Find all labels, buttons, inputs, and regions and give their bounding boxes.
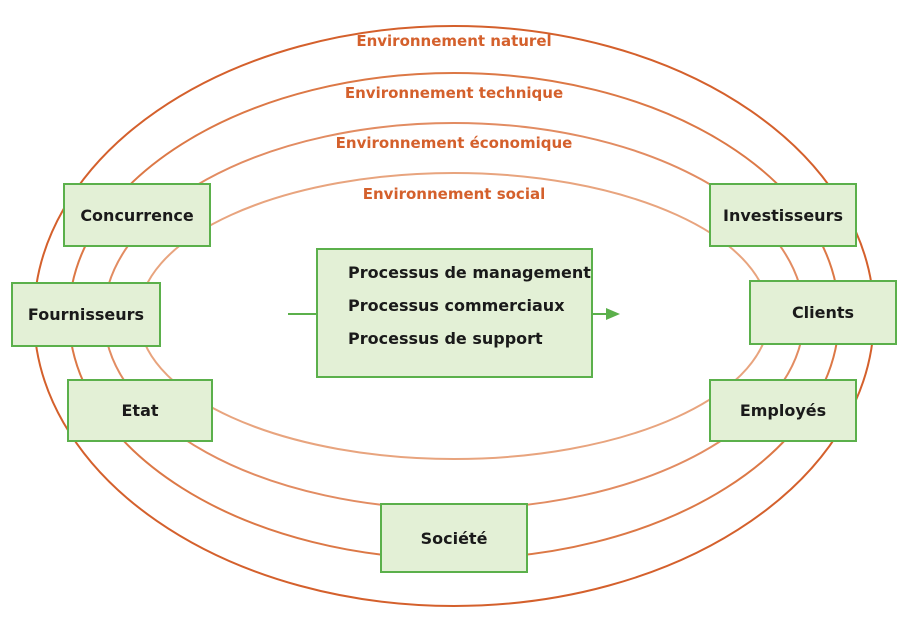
label-environnement-naturel: Environnement naturel [356, 32, 552, 50]
box-investisseurs-label: Investisseurs [723, 205, 843, 225]
box-etat: Etat [67, 379, 213, 442]
process-box: Processus de management Processus commer… [316, 248, 593, 378]
box-fournisseurs-label: Fournisseurs [27, 305, 145, 324]
box-societe: Société [380, 503, 528, 573]
process-management: Processus de management [348, 263, 591, 282]
output-arrow-head [606, 308, 620, 320]
box-societe-label: Société [420, 528, 488, 548]
box-investisseurs: Investisseurs [709, 183, 857, 247]
process-commerciaux: Processus commerciaux [348, 296, 565, 315]
box-clients-label: Clients [791, 303, 855, 322]
box-etat-label: Etat [121, 401, 159, 420]
box-concurrence: Concurrence [63, 183, 211, 247]
box-employes: Employés [709, 379, 857, 442]
process-support: Processus de support [348, 329, 543, 348]
label-environnement-social: Environnement social [362, 185, 546, 203]
label-environnement-economique: Environnement économique [335, 134, 573, 152]
label-environnement-technique: Environnement technique [344, 84, 564, 102]
box-clients: Clients [749, 280, 897, 345]
box-fournisseurs: Fournisseurs [11, 282, 161, 347]
box-employes-label: Employés [739, 401, 827, 420]
box-concurrence-label: Concurrence [80, 205, 194, 225]
